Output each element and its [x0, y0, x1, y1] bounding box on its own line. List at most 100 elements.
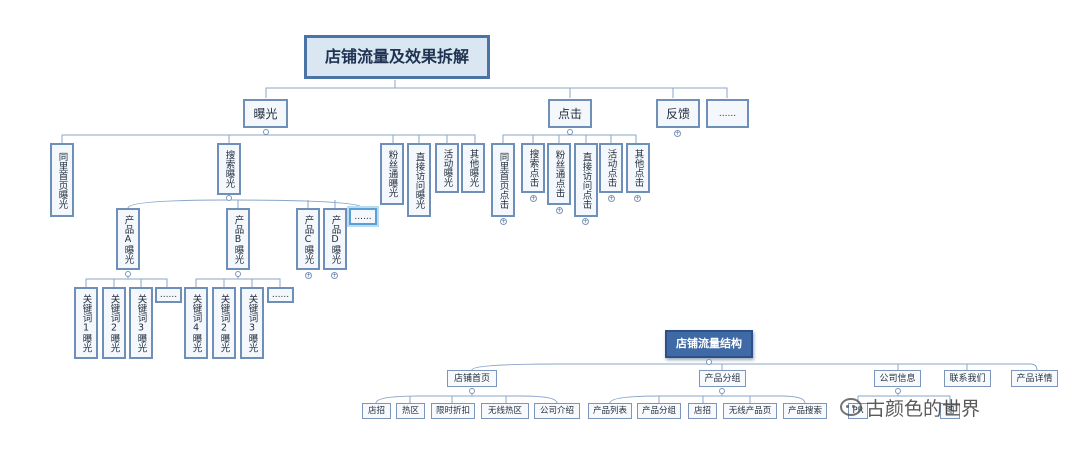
topic-label: 关键词4曝光	[190, 293, 202, 353]
topic-shop-home[interactable]: 店铺首页	[447, 370, 497, 387]
topic-wireless-product-page[interactable]: 无线产品页	[723, 403, 777, 419]
topic-other-click[interactable]: 其他点击	[626, 143, 650, 193]
topic-label: 产品详情	[1016, 373, 1053, 384]
topic-product-search[interactable]: 产品搜索	[783, 403, 827, 419]
topic-activity-exposure[interactable]: 活动曝光	[435, 143, 459, 193]
expand-plus-icon[interactable]: +	[556, 207, 563, 214]
topic-shop-sign[interactable]: 店招	[688, 403, 717, 419]
topic-fans-exposure[interactable]: 粉丝通曝光	[380, 143, 404, 205]
topic-keyword[interactable]: 关键词3曝光	[129, 287, 153, 359]
topic-other-exposure[interactable]: 其他曝光	[461, 143, 485, 193]
expand-plus-icon[interactable]: +	[582, 218, 589, 225]
topic-feedback[interactable]: 反馈	[656, 99, 700, 128]
topic-feedback-label: 反馈	[665, 106, 690, 121]
topic-label: 公司信息	[879, 373, 916, 384]
expand-plus-icon[interactable]: +	[305, 272, 312, 279]
topic-exposure-label: 曝光	[253, 106, 278, 121]
topic-activity-click[interactable]: 活动点击	[599, 143, 623, 193]
topic-label: 店招	[693, 406, 711, 416]
topic-keyword[interactable]: 关键词2曝光	[212, 287, 236, 359]
topic-hot-zone[interactable]: 热区	[396, 403, 425, 419]
topic-label: 关键词3曝光	[246, 293, 258, 353]
topic-direct-exposure[interactable]: 直接访问曝光	[407, 143, 431, 217]
topic-company-info[interactable]: 公司信息	[874, 370, 921, 387]
topic-label: 搜索曝光	[223, 150, 235, 188]
topic-product-group-leaf[interactable]: 产品分组	[637, 403, 681, 419]
topic-click[interactable]: 点击	[548, 99, 592, 128]
topic-label: 关键词2曝光	[108, 293, 120, 353]
topic-keyword[interactable]: 关键词4曝光	[184, 287, 208, 359]
root-topic[interactable]: 店铺流量及效果拆解	[304, 35, 490, 79]
topic-label: 无线热区	[487, 406, 522, 416]
collapse-toggle-icon[interactable]	[567, 129, 573, 135]
expand-plus-icon[interactable]: +	[674, 130, 681, 137]
topic-shop-sign[interactable]: 店招	[362, 403, 391, 419]
topic-click-label: 点击	[557, 106, 582, 121]
topic-fans-click[interactable]: 粉丝通点击	[547, 143, 571, 205]
topic-product-c[interactable]: 产品C曝光	[296, 208, 320, 270]
topic-image[interactable]: 图	[940, 403, 960, 419]
topic-more-label: ......	[718, 108, 737, 119]
collapse-toggle-icon[interactable]	[125, 271, 131, 277]
collapse-toggle-icon[interactable]	[235, 271, 241, 277]
expand-plus-icon[interactable]: +	[331, 272, 338, 279]
watermark-text: 古颜色的世界	[866, 397, 981, 420]
topic-flash-discount[interactable]: 限时折扣	[431, 403, 475, 419]
topic-label: 活动曝光	[441, 149, 453, 187]
topic-keyword[interactable]: 关键词2曝光	[102, 287, 126, 359]
topic-product-group[interactable]: 产品分组	[699, 370, 746, 387]
topic-keyword-more[interactable]: ......	[155, 287, 182, 303]
topic-label: 店招	[367, 406, 385, 416]
topic-label: 公司介绍	[539, 406, 574, 416]
topic-label: 店铺首页	[453, 373, 490, 384]
topic-label: ......	[271, 290, 290, 300]
topic-label: 热区	[401, 406, 419, 416]
topic-keyword-more[interactable]: ......	[267, 287, 294, 303]
topic-keyword[interactable]: 关键词1曝光	[74, 287, 98, 359]
topic-search-exposure[interactable]: 搜索曝光	[217, 143, 241, 195]
wechat-logo-icon	[840, 398, 862, 416]
topic-label: 产品D曝光	[329, 214, 341, 264]
topic-product-detail[interactable]: 产品详情	[1011, 370, 1058, 387]
topic-product-more[interactable]: ......	[349, 208, 377, 225]
topic-contact-us[interactable]: 联系我们	[944, 370, 991, 387]
structure-root-topic[interactable]: 店铺流量结构	[665, 330, 753, 358]
topic-label: 产品列表	[592, 406, 627, 416]
collapse-toggle-icon[interactable]	[226, 195, 232, 201]
topic-label: 直接访问点击	[580, 151, 592, 209]
topic-label: 产品A曝光	[122, 214, 134, 264]
topic-label: 其他点击	[632, 149, 644, 187]
topic-product-a[interactable]: 产品A曝光	[116, 208, 140, 270]
topic-label: 同里首页曝光	[56, 151, 68, 209]
topic-tongli-click[interactable]: 同里首页点击	[491, 143, 515, 217]
topic-label: 直接访问曝光	[413, 151, 425, 209]
topic-label: 联系我们	[949, 373, 986, 384]
topic-search-click[interactable]: 搜索点击	[521, 143, 545, 193]
collapse-toggle-icon[interactable]	[706, 359, 712, 365]
topic-tongli-exposure[interactable]: 同里首页曝光	[50, 143, 74, 217]
topic-keyword[interactable]: 关键词3曝光	[240, 287, 264, 359]
expand-plus-icon[interactable]: +	[530, 195, 537, 202]
topic-label: 限时折扣	[435, 406, 470, 416]
topic-exposure[interactable]: 曝光	[243, 99, 288, 128]
collapse-toggle-icon[interactable]	[719, 388, 725, 394]
expand-plus-icon[interactable]: +	[500, 218, 507, 225]
topic-wireless-hot-zone[interactable]: 无线热区	[481, 403, 529, 419]
topic-label: 关键词3曝光	[135, 293, 147, 353]
topic-direct-click[interactable]: 直接访问点击	[574, 143, 598, 217]
collapse-toggle-icon[interactable]	[895, 388, 901, 394]
topic-label: 粉丝通曝光	[386, 150, 398, 198]
topic-label: 关键词1曝光	[80, 293, 92, 353]
expand-plus-icon[interactable]: +	[608, 195, 615, 202]
topic-more[interactable]: ......	[706, 99, 749, 128]
topic-product-list[interactable]: 产品列表	[588, 403, 632, 419]
collapse-toggle-icon[interactable]	[263, 129, 269, 135]
structure-root-label: 店铺流量结构	[676, 337, 742, 350]
collapse-toggle-icon[interactable]	[469, 388, 475, 394]
topic-product-b[interactable]: 产品B曝光	[226, 208, 250, 270]
root-topic-label: 店铺流量及效果拆解	[324, 47, 469, 66]
topic-product-d[interactable]: 产品D曝光	[323, 208, 347, 270]
expand-plus-icon[interactable]: +	[634, 195, 641, 202]
topic-company-intro[interactable]: 公司介绍	[534, 403, 580, 419]
